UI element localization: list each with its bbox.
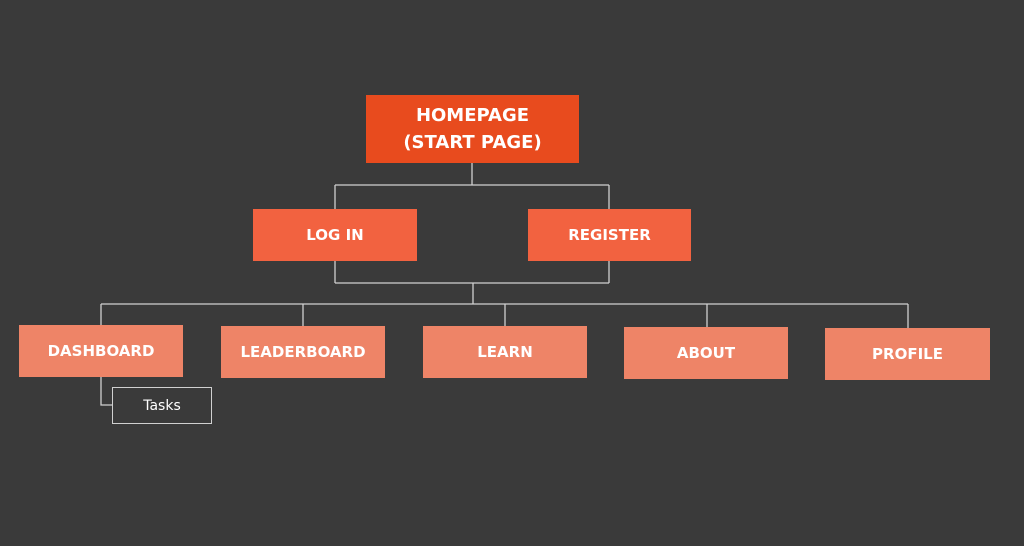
profile-label: PROFILE — [872, 345, 943, 363]
about-node: ABOUT — [624, 327, 788, 379]
register-node: REGISTER — [528, 209, 691, 261]
leaderboard-label: LEADERBOARD — [240, 343, 366, 361]
dashboard-label: DASHBOARD — [47, 342, 155, 360]
connector-dashboard-tasks — [100, 375, 112, 406]
about-label: ABOUT — [676, 344, 736, 362]
profile-node: PROFILE — [825, 328, 990, 380]
dashboard-node: DASHBOARD — [19, 325, 183, 377]
register-label: REGISTER — [568, 226, 651, 244]
leaderboard-node: LEADERBOARD — [221, 326, 385, 378]
homepage-line2: (START PAGE) — [403, 132, 542, 153]
learn-label: LEARN — [477, 343, 533, 361]
tasks-label: Tasks — [143, 397, 181, 414]
login-node: LOG IN — [253, 209, 417, 261]
login-label: LOG IN — [306, 226, 364, 244]
tasks-node: Tasks — [112, 387, 212, 424]
homepage-node: HOMEPAGE (START PAGE) — [366, 95, 579, 163]
learn-node: LEARN — [423, 326, 587, 378]
homepage-line1: HOMEPAGE — [415, 105, 530, 126]
